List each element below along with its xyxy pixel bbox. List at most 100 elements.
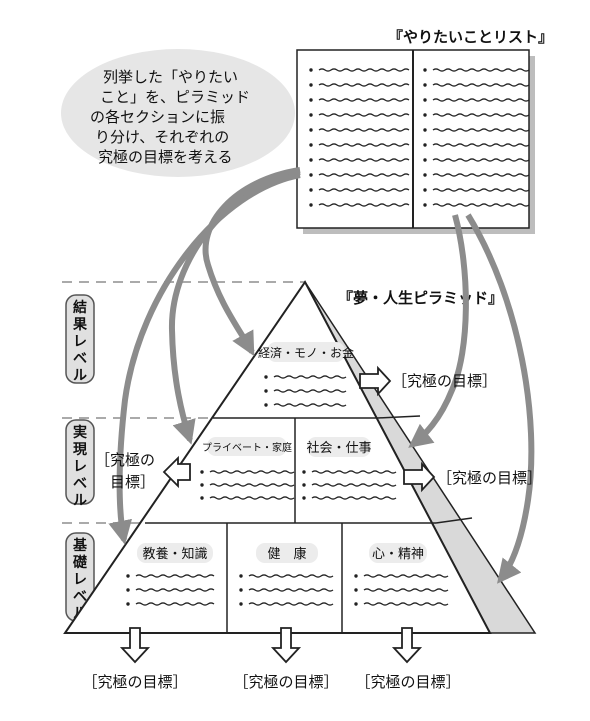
list-item xyxy=(309,158,410,162)
goal-arrow-private xyxy=(162,455,191,489)
section-society-label: 社会・仕事 xyxy=(306,440,371,456)
list-item xyxy=(423,113,530,117)
pyramid-bullet-lines xyxy=(126,375,449,606)
bubble-line: こと」を、ピラミッド xyxy=(100,88,250,106)
list-item xyxy=(423,173,530,177)
level-label-char: レ xyxy=(73,572,87,588)
goal-label-mind: ［究極の目標］ xyxy=(355,673,460,691)
goal-arrow-economy xyxy=(359,365,392,397)
section-education-label: 教養・知識 xyxy=(142,546,207,562)
goal-label-private-line2: 目標］ xyxy=(110,473,155,491)
list-item xyxy=(423,83,530,87)
goal-label-education: ［究極の目標］ xyxy=(82,673,187,691)
goal-label-society: ［究極の目標］ xyxy=(437,469,542,487)
section-economy-label: 経済・モノ・お金 xyxy=(258,345,354,360)
list-item xyxy=(423,158,530,162)
distribution-arrows xyxy=(108,167,535,584)
list-item xyxy=(423,188,530,192)
bubble-line: 列挙した「やりたい xyxy=(103,68,238,86)
level-label-char: ル xyxy=(73,368,87,384)
list-item xyxy=(309,83,410,87)
arrow-to-mind xyxy=(465,213,535,584)
section-private-item xyxy=(200,483,295,487)
arrow-to-society xyxy=(408,214,469,448)
list-item xyxy=(309,113,410,117)
wish-list-box xyxy=(296,49,535,234)
goal-arrow-mind xyxy=(391,627,423,664)
section-education-item xyxy=(126,588,215,592)
section-mind-label: 心・精神 xyxy=(372,547,424,562)
instruction-bubble-text: 列挙した「やりたいこと」を、ピラミッドの各セクションに振り分け、それぞれの究極の… xyxy=(90,68,250,166)
level-label-char: 結 xyxy=(73,299,87,316)
goal-arrow-society xyxy=(403,461,436,493)
section-society-item xyxy=(302,496,397,500)
section-mind-item xyxy=(354,588,449,592)
section-economy-item xyxy=(264,403,347,407)
goal-label-economy: ［究極の目標］ xyxy=(392,372,497,390)
pyramid-title: 『夢・人生ピラミッド』 xyxy=(338,289,503,307)
section-society-item xyxy=(302,483,397,487)
section-education: 教養・知識 xyxy=(137,543,213,563)
section-mind-item xyxy=(354,574,449,578)
bubble-line: の各セクションに振 xyxy=(90,108,225,126)
level-label-char: ベ xyxy=(73,476,87,492)
level-label-char: ベ xyxy=(73,351,87,367)
section-private: プライベート・家庭 xyxy=(202,437,292,456)
section-society-item xyxy=(302,470,397,474)
section-education-item xyxy=(126,574,215,578)
bubble-line: 究極の目標を考える xyxy=(98,148,233,166)
level-label-char: 礎 xyxy=(72,554,88,571)
section-health-item xyxy=(239,574,334,578)
goal-label-health: ［究極の目標］ xyxy=(233,673,338,691)
list-item xyxy=(423,128,530,132)
goal-arrow-education xyxy=(119,627,151,664)
list-item xyxy=(309,68,410,72)
arrow-to-economy xyxy=(202,167,301,357)
level-label-char: レ xyxy=(73,334,87,350)
section-private-item xyxy=(200,470,295,474)
level-label-char: レ xyxy=(73,459,87,475)
level-dividers xyxy=(62,281,305,524)
section-mind: 心・精神 xyxy=(369,543,427,563)
list-item xyxy=(423,143,530,147)
list-item xyxy=(309,143,410,147)
section-economy-item xyxy=(264,375,347,379)
list-item xyxy=(423,98,530,102)
list-item xyxy=(309,203,410,207)
section-economy: 経済・モノ・お金 xyxy=(258,342,354,362)
instruction-bubble: 列挙した「やりたいこと」を、ピラミッドの各セクションに振り分け、それぞれの究極の… xyxy=(61,49,295,177)
wish-list-title: 『やりたいことリスト』 xyxy=(388,28,553,46)
goal-arrow-health xyxy=(270,627,302,664)
list-item xyxy=(309,98,410,102)
section-health: 健 康 xyxy=(256,543,318,563)
wish-list-items xyxy=(309,68,530,207)
section-private-label: プライベート・家庭 xyxy=(202,441,292,454)
section-private-item xyxy=(200,496,295,500)
level-label-char: 現 xyxy=(73,442,87,458)
section-health-item xyxy=(239,588,334,592)
list-item xyxy=(309,128,410,132)
list-item xyxy=(309,188,410,192)
level-label-char: 果 xyxy=(72,317,88,333)
section-economy-item xyxy=(264,389,347,393)
bubble-line: り分け、それぞれの xyxy=(95,128,229,146)
level-label-char: 実 xyxy=(73,424,87,441)
level-label-char: ベ xyxy=(73,589,87,605)
list-item xyxy=(423,203,530,207)
list-item xyxy=(309,173,410,177)
section-mind-item xyxy=(354,602,449,606)
section-health-label: 健 康 xyxy=(267,546,306,562)
section-education-item xyxy=(126,602,215,606)
section-society: 社会・仕事 xyxy=(306,437,372,457)
list-item xyxy=(423,68,530,72)
level-label-char: ル xyxy=(73,493,87,509)
goal-label-private-line1: ［究極の xyxy=(95,451,155,469)
section-health-item xyxy=(239,602,334,606)
arrow-to-education xyxy=(108,172,301,545)
level-label-char: 基 xyxy=(73,537,88,554)
